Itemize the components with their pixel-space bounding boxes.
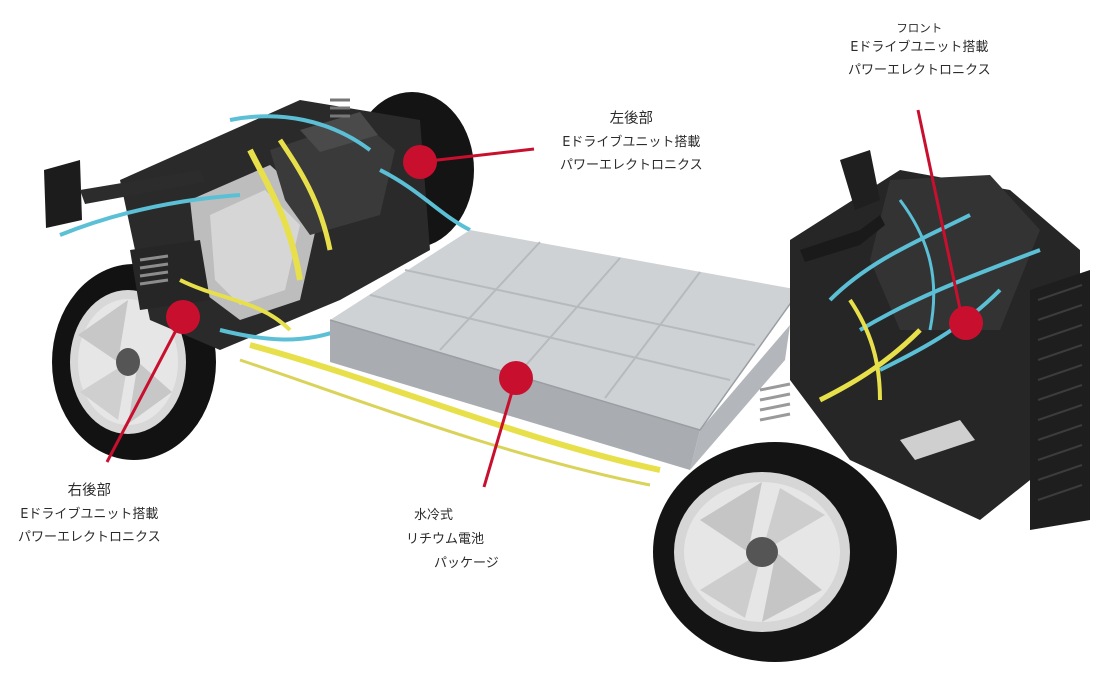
callout-rear-right-line2: パワーエレクトロニクス <box>18 530 161 545</box>
rear-drive-unit <box>44 98 471 350</box>
callout-rear-right-line1: Eドライブユニット搭載 <box>20 507 159 522</box>
callout-front-title: フロント <box>896 21 943 35</box>
battery-pack <box>239 230 801 487</box>
callout-rear-left-line1: Eドライブユニット搭載 <box>562 135 701 150</box>
callout-battery-line3: パッケージ <box>434 556 499 571</box>
callout-rear-left-title: 左後部 <box>609 111 654 127</box>
front-drive-unit <box>759 150 1090 530</box>
marker-rear-left <box>403 145 437 179</box>
leader-rear-left <box>419 147 535 164</box>
callout-battery-line1: 水冷式 <box>414 508 454 523</box>
callout-rear-left: 左後部 Eドライブユニット搭載 パワーエレクトロニクス <box>560 108 703 177</box>
callout-markers <box>105 109 983 488</box>
marker-rear-right <box>166 300 200 334</box>
leader-battery <box>482 377 518 488</box>
callout-rear-right-title: 右後部 <box>67 483 112 499</box>
callout-rear-right: 右後部 Eドライブユニット搭載 パワーエレクトロニクス <box>18 480 161 549</box>
callout-front-line1: Eドライブユニット搭載 <box>850 40 989 55</box>
front-right-wheel <box>653 442 897 662</box>
callout-front: フロント Eドライブユニット搭載 パワーエレクトロニクス <box>848 20 991 82</box>
callout-rear-left-line2: パワーエレクトロニクス <box>560 158 703 173</box>
callout-battery: 水冷式 リチウム電池 パッケージ <box>404 504 524 576</box>
marker-front <box>949 306 983 340</box>
callout-battery-line2: リチウム電池 <box>406 532 485 547</box>
leader-front <box>916 109 965 324</box>
marker-battery <box>499 361 533 395</box>
leader-rear-right <box>105 316 185 463</box>
callout-front-line2: パワーエレクトロニクス <box>848 63 991 78</box>
